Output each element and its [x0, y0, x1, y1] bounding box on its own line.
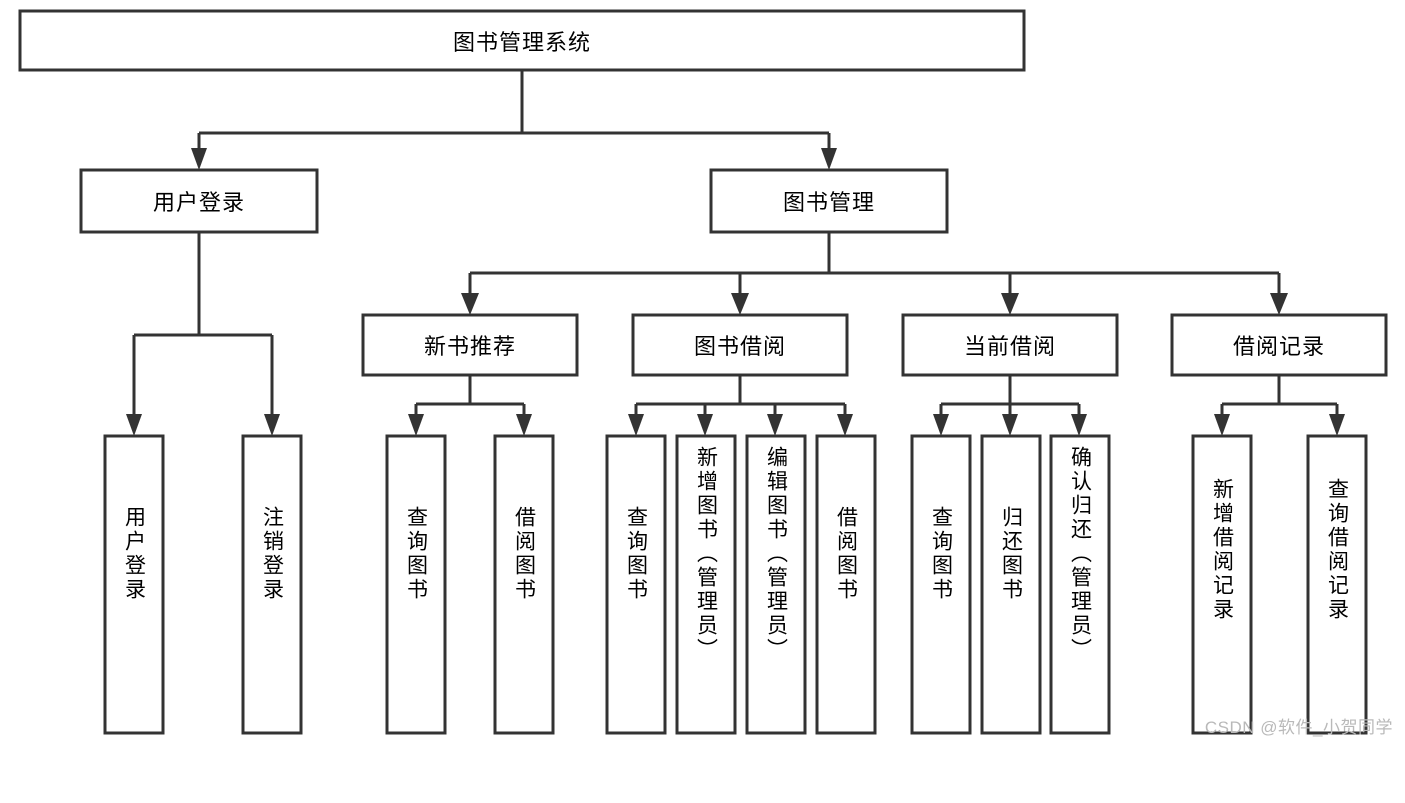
arrow-to-new-book-rec: [461, 293, 479, 315]
node-leaf-return-book-box[interactable]: [980, 434, 1042, 735]
arrow-to-leaf-query-book-1: [408, 414, 424, 436]
arrow-to-leaf-confirm-return: [1071, 414, 1087, 436]
node-root-box[interactable]: [18, 9, 1026, 72]
arrow-to-leaf-add-book: [697, 414, 713, 436]
node-current-borrow-box[interactable]: [901, 313, 1119, 377]
node-book-manage-box[interactable]: [709, 168, 949, 234]
arrow-to-leaf-logout: [264, 414, 280, 436]
node-new-book-rec-box[interactable]: [361, 313, 579, 377]
node-book-borrow-box[interactable]: [631, 313, 849, 377]
node-leaf-add-record-box[interactable]: [1191, 434, 1253, 735]
node-leaf-user-login-box[interactable]: [103, 434, 165, 735]
connector-book-manage-to-level3: [468, 232, 1281, 293]
flowchart-svg: [18, 9, 1388, 735]
node-user-login-box[interactable]: [79, 168, 319, 234]
arrow-to-leaf-query-record: [1329, 414, 1345, 436]
csdn-watermark: CSDN @软件_小贺同学: [1204, 718, 1393, 737]
arrow-to-leaf-query-book-2: [628, 414, 644, 436]
node-leaf-confirm-return-box[interactable]: [1049, 434, 1111, 735]
connector-current-borrow-to-leaves: [939, 375, 1081, 414]
arrow-to-book-borrow: [731, 293, 749, 315]
arrow-to-leaf-query-book-3: [933, 414, 949, 436]
arrow-to-book-manage: [821, 148, 837, 170]
node-leaf-borrow-book-2-box[interactable]: [815, 434, 877, 735]
connector-borrow-record-to-leaves: [1220, 375, 1339, 414]
node-leaf-edit-book-box[interactable]: [745, 434, 807, 735]
arrow-to-leaf-add-record: [1214, 414, 1230, 436]
node-leaf-query-book-2-box[interactable]: [605, 434, 667, 735]
node-leaf-add-book-box[interactable]: [675, 434, 737, 735]
connector-user-login-to-leaves: [132, 232, 274, 414]
arrow-to-borrow-record: [1270, 293, 1288, 315]
node-leaf-borrow-book-1-box[interactable]: [493, 434, 555, 735]
connector-root-to-level2: [197, 70, 831, 148]
arrow-to-user-login: [191, 148, 207, 170]
node-leaf-logout-box[interactable]: [241, 434, 303, 735]
node-leaf-query-book-1-box[interactable]: [385, 434, 447, 735]
node-leaf-query-book-3-box[interactable]: [910, 434, 972, 735]
connector-new-book-rec-to-leaves: [414, 375, 526, 414]
node-borrow-record-box[interactable]: [1170, 313, 1388, 377]
arrow-to-leaf-borrow-book-1: [516, 414, 532, 436]
arrow-to-leaf-edit-book: [767, 414, 783, 436]
arrow-to-leaf-borrow-book-2: [837, 414, 853, 436]
arrow-to-leaf-user-login: [126, 414, 142, 436]
node-leaf-query-record-box[interactable]: [1306, 434, 1368, 735]
arrow-to-current-borrow: [1001, 293, 1019, 315]
connector-book-borrow-to-leaves: [634, 375, 847, 414]
flowchart-canvas: 图书管理系统 用户登录 图书管理 新书推荐 图书借阅 当前借阅 借阅记录 用户登…: [18, 9, 1393, 737]
arrow-to-leaf-return-book: [1002, 414, 1018, 436]
